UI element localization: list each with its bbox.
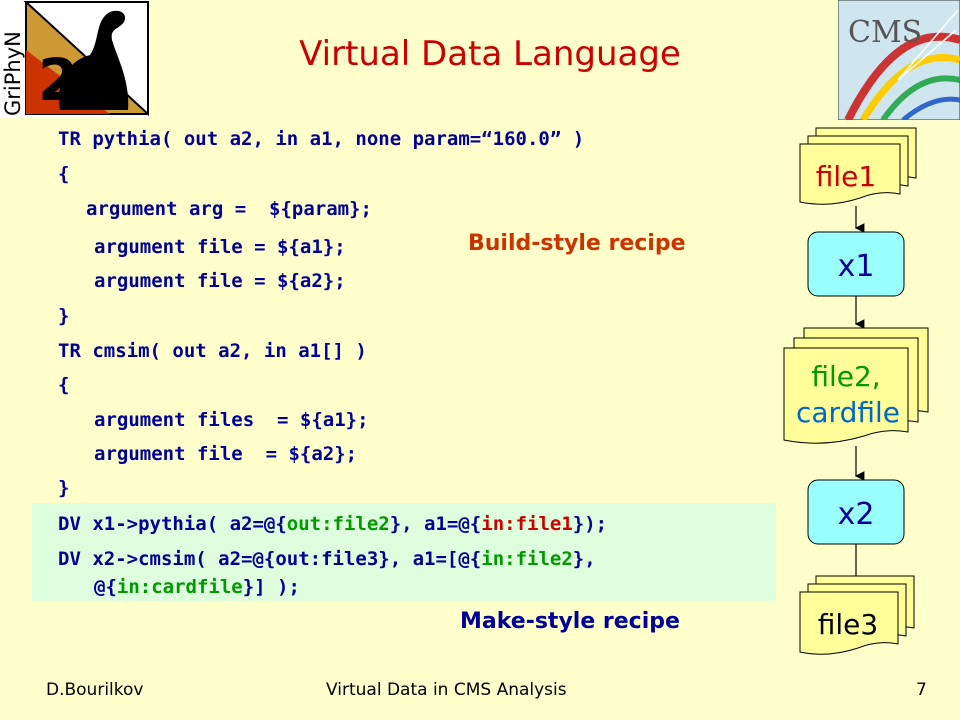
code-line-9: argument files = ${a1}; xyxy=(94,409,369,431)
slide-title: Virtual Data Language xyxy=(299,34,681,74)
code-line-8: { xyxy=(58,374,70,396)
file3-document: file3 xyxy=(799,575,915,655)
x1-label: x1 xyxy=(838,249,875,284)
dv-line-2: DV x2->cmsim( a2=@{out:file3}, a1=[@{in:… xyxy=(58,548,596,570)
dv2-part-5: }, xyxy=(572,548,596,570)
dv1-part-5: }); xyxy=(572,513,608,535)
code-line-5: argument file = ${a2}; xyxy=(94,270,346,292)
dv2-part-8: }] ); xyxy=(242,576,300,598)
code-line-2: { xyxy=(58,163,70,185)
code-line-3: argument arg = ${param}; xyxy=(86,198,372,220)
code-line-1: TR pythia( out a2, in a1, none param=“16… xyxy=(58,128,585,150)
code-line-6: } xyxy=(58,305,70,327)
file1-label: file1 xyxy=(816,160,876,193)
code-line-4: argument file = ${a1}; xyxy=(94,236,346,258)
cms-logo-text: CMS xyxy=(848,15,922,50)
griphyn-logo-text: GriPhyN xyxy=(1,31,25,116)
griphyn-logo: 2 1 GriPhyN xyxy=(0,0,150,118)
code-line-11: } xyxy=(58,477,70,499)
dv2-part-2: out:file3 xyxy=(275,548,379,570)
dv2-part-3: }, a1=[@{ xyxy=(378,548,482,570)
svg-text:1: 1 xyxy=(70,69,99,118)
dv2-part-7: in:cardfile xyxy=(116,576,243,598)
dv-highlight-band xyxy=(32,503,776,601)
footer-talk-title: Virtual Data in CMS Analysis xyxy=(326,680,567,700)
code-line-10: argument file = ${a2}; xyxy=(94,443,358,465)
dv1-part-3: }, a1=@{ xyxy=(389,513,482,535)
file2-label-line1: file2, xyxy=(811,360,880,393)
dv1-part-1: DV x1->pythia( a2=@{ xyxy=(58,513,287,535)
dv2-part-1: DV x2->cmsim( a2=@{ xyxy=(58,548,276,570)
dv1-part-4: in:file1 xyxy=(481,513,573,535)
build-style-label: Build-style recipe xyxy=(468,231,686,256)
dv-line-3: @{in:cardfile}] ); xyxy=(94,576,300,598)
file2-document: file2, cardfile xyxy=(783,327,929,444)
footer-page-number: 7 xyxy=(916,680,927,700)
dv2-part-4: in:file2 xyxy=(481,548,573,570)
code-line-7: TR cmsim( out a2, in a1[] ) xyxy=(58,340,367,362)
make-style-label: Make-style recipe xyxy=(460,609,680,634)
dataflow-diagram: file1 x1 file2, cardfile x2 file3 xyxy=(783,127,929,655)
file3-label: file3 xyxy=(818,608,878,641)
dv2-part-6: @{ xyxy=(94,576,117,598)
cms-logo: CMS xyxy=(837,0,960,122)
footer-author: D.Bourilkov xyxy=(46,680,144,700)
x1-node: x1 xyxy=(807,231,905,297)
svg-text:2: 2 xyxy=(38,46,78,114)
dv1-part-2: out:file2 xyxy=(286,513,390,535)
x2-node: x2 xyxy=(807,479,905,545)
dv-line-1: DV x1->pythia( a2=@{out:file2}, a1=@{in:… xyxy=(58,513,607,535)
x2-label: x2 xyxy=(838,497,875,532)
file2-label-line2: cardfile xyxy=(796,396,900,429)
file1-document: file1 xyxy=(799,127,917,205)
